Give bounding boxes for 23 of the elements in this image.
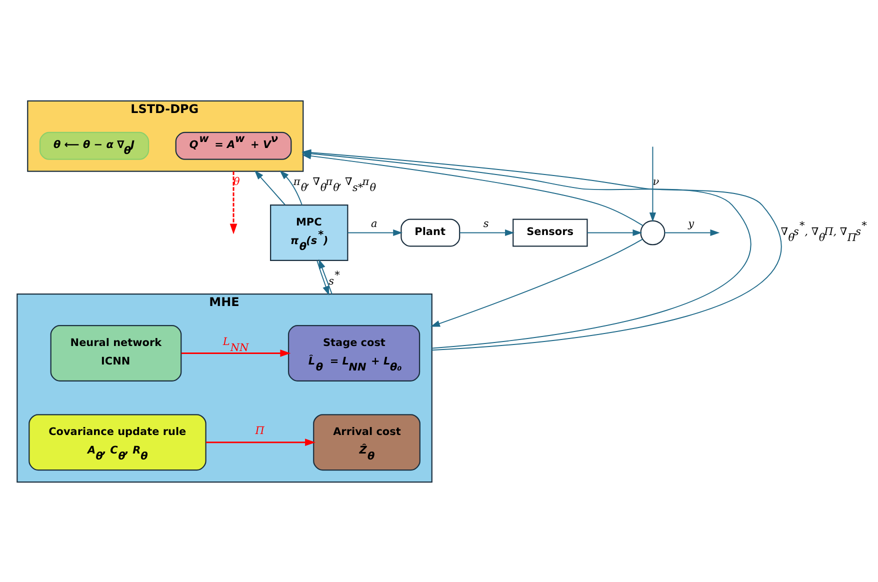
arrow <box>649 146 656 222</box>
node-box: Sensors <box>512 218 588 246</box>
arrow <box>347 228 403 236</box>
arrow <box>459 228 514 236</box>
arrow <box>280 170 302 205</box>
arrow <box>430 238 644 326</box>
node-box: Plant <box>400 218 460 246</box>
node-circle <box>640 220 666 245</box>
edge-label: y <box>688 217 694 230</box>
node-box: Neural network ICNN <box>50 324 182 382</box>
arrow <box>254 170 286 205</box>
arrow <box>664 228 720 236</box>
arrow <box>586 228 642 236</box>
arrow <box>230 170 238 234</box>
edge-label: a <box>371 217 378 230</box>
edge-label: θ <box>234 175 240 188</box>
edge-label: ν <box>652 175 660 188</box>
edge-label: s <box>483 217 489 230</box>
arrow <box>318 258 332 294</box>
arrow <box>206 438 316 446</box>
arrow <box>316 260 330 295</box>
edge-label: Π <box>255 424 264 436</box>
arrow <box>181 349 291 356</box>
